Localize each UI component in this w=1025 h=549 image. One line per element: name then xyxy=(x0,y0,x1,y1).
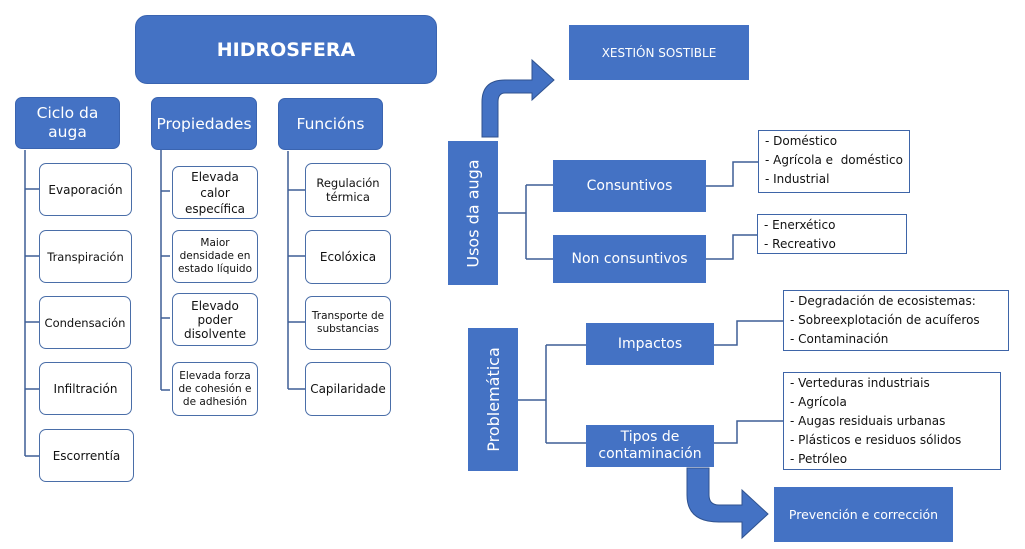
ciclo-item-label: Infiltración xyxy=(53,381,118,396)
root-node: HIDROSFERA xyxy=(135,15,437,84)
tipos-contaminacion-label: Tipos de contaminación xyxy=(598,429,702,462)
branch-heading-propiedades: Propiedades xyxy=(151,97,257,150)
list-item: - Plásticos e residuos sólidos xyxy=(790,433,962,447)
ciclo-item-label: Evaporación xyxy=(48,182,123,197)
propiedade-item: Elevada forza de cohesión e de adhesión xyxy=(172,362,258,416)
funcion-item: Transporte de substancias xyxy=(305,296,391,350)
connector xyxy=(288,189,305,390)
funcion-item: Capilaridade xyxy=(305,362,391,416)
list-item: - Industrial xyxy=(765,172,830,186)
branch-heading-label: Ciclo da auga xyxy=(36,104,99,141)
usos-da-auga-node: Usos da auga xyxy=(448,141,498,285)
non-consuntivos-label: Non consuntivos xyxy=(571,251,688,267)
list-item: - Agrícola xyxy=(790,395,847,409)
consuntivos-node: Consuntivos xyxy=(553,160,706,212)
branch-heading-label: Propiedades xyxy=(156,114,252,133)
funcion-item-label: Transporte de substancias xyxy=(311,310,385,335)
list-item: - Sobreexplotación de acuíferos xyxy=(790,313,980,327)
propiedade-item-label: Maior densidade en estado líquido xyxy=(177,237,253,275)
ciclo-item: Escorrentía xyxy=(39,429,134,482)
funcion-item-label: Regulación térmica xyxy=(316,176,380,204)
root-title: HIDROSFERA xyxy=(216,38,356,61)
ciclo-item: Evaporación xyxy=(39,163,132,216)
list-item: - Enerxético xyxy=(764,218,836,232)
connector xyxy=(25,188,40,457)
ciclo-item-label: Escorrentía xyxy=(52,448,121,463)
list-item: - Contaminación xyxy=(790,332,889,346)
branch-heading-label: Funcións xyxy=(296,115,365,133)
non-consuntivos-list: - Enerxético - Recreativo xyxy=(757,214,907,254)
list-item: - Augas residuais urbanas xyxy=(790,414,946,428)
propiedade-item: Elevado poder disolvente xyxy=(172,293,258,346)
connector xyxy=(518,344,586,444)
ciclo-item-label: Condensación xyxy=(44,315,126,330)
funcion-item-label: Capilaridade xyxy=(310,382,386,396)
impactos-label: Impactos xyxy=(617,336,683,352)
list-item: - Recreativo xyxy=(764,237,836,251)
list-item: - Doméstico xyxy=(765,134,838,148)
list-item: - Petróleo xyxy=(790,452,848,466)
list-item: - Verteduras industriais xyxy=(790,376,930,390)
consuntivos-list: - Doméstico - Agrícola e doméstico - Ind… xyxy=(758,130,910,193)
branch-heading-funcions: Funcións xyxy=(278,98,383,150)
connector xyxy=(161,190,170,391)
consuntivos-label: Consuntivos xyxy=(586,178,673,194)
problematica-node: Problemática xyxy=(468,328,518,471)
connector xyxy=(706,161,760,260)
tipos-contaminacion-node: Tipos de contaminación xyxy=(586,425,714,467)
connector xyxy=(714,320,783,444)
propiedade-item-label: Elevado poder disolvente xyxy=(183,298,247,341)
propiedade-item-label: Elevada forza de cohesión e de adhesión xyxy=(178,369,252,408)
problematica-label: Problemática xyxy=(483,347,503,452)
funcion-item: Regulación térmica xyxy=(305,163,391,217)
ciclo-item-label: Transpiración xyxy=(47,249,124,264)
non-consuntivos-node: Non consuntivos xyxy=(553,235,706,283)
propiedade-item: Elevada calor específica xyxy=(172,166,258,219)
impactos-list: - Degradación de ecosistemas: - Sobreexp… xyxy=(783,290,1009,351)
propiedade-item-label: Elevada calor específica xyxy=(184,169,246,216)
prevencion-correccion-label: Prevención e corrección xyxy=(788,507,939,522)
list-item: - Degradación de ecosistemas: xyxy=(790,294,976,308)
ciclo-item: Condensación xyxy=(39,296,131,349)
branch-heading-ciclo: Ciclo da auga xyxy=(15,97,120,149)
impactos-node: Impactos xyxy=(586,323,714,365)
funcion-item-label: Ecolóxica xyxy=(319,250,377,264)
xestion-sostible-box: XESTIÓN SOSTIBLE xyxy=(569,25,749,80)
connector xyxy=(498,184,553,260)
tipos-contaminacion-list: - Verteduras industriais - Agrícola - Au… xyxy=(783,372,1001,470)
propiedade-item: Maior densidade en estado líquido xyxy=(172,230,258,283)
curved-arrow-up-right-icon xyxy=(481,58,555,138)
ciclo-item: Infiltración xyxy=(39,362,132,415)
usos-da-auga-label: Usos da auga xyxy=(463,158,483,268)
prevencion-correccion-box: Prevención e corrección xyxy=(774,487,953,542)
xestion-sostible-label: XESTIÓN SOSTIBLE xyxy=(601,45,717,60)
curved-arrow-down-right-icon xyxy=(686,467,769,540)
ciclo-item: Transpiración xyxy=(39,230,132,283)
funcion-item: Ecolóxica xyxy=(305,230,391,284)
list-item: - Agrícola e doméstico xyxy=(765,153,903,167)
